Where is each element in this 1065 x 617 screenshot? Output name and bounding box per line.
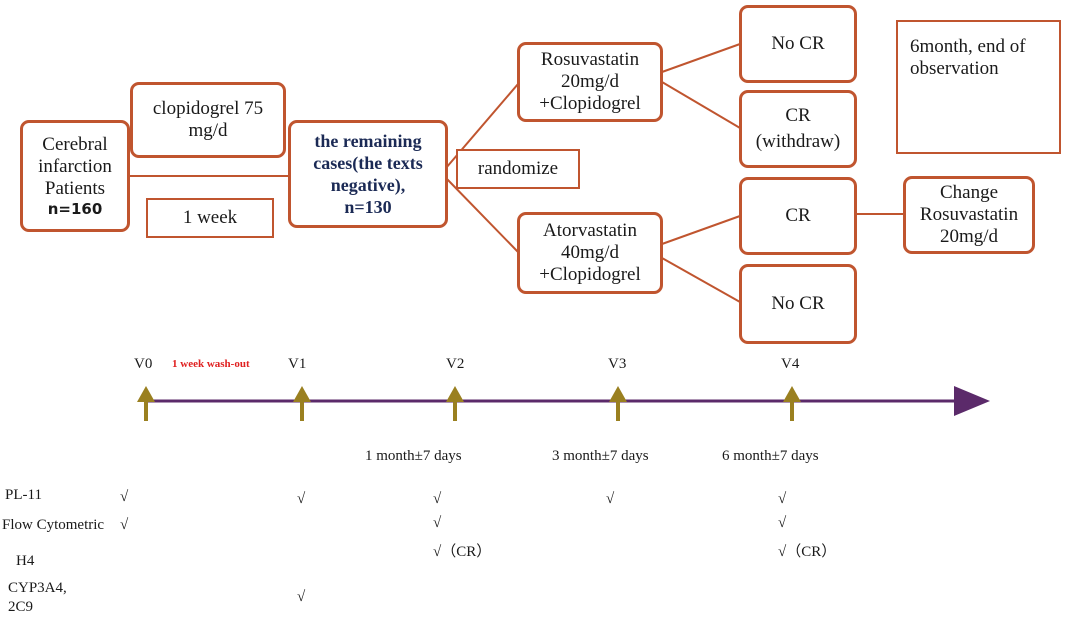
- cr-withdraw-label: CR (withdraw): [755, 105, 841, 152]
- one-week-label: 1 week: [182, 207, 238, 228]
- visit-label-v2: V2: [446, 356, 465, 372]
- clopidogrel-label: clopidogrel 75 mg/d: [152, 98, 264, 141]
- visit-label-v1: V1: [288, 356, 307, 372]
- end-observation-box: 6month, end of observation: [896, 20, 1061, 154]
- patients-label: Cerebral infarction Patients: [38, 134, 112, 199]
- no-cr-bottom-box: No CR: [739, 264, 857, 344]
- cr-withdraw-box: CR (withdraw): [739, 90, 857, 168]
- check-pl11-v0: √: [120, 489, 129, 505]
- visit-marker-v3: [609, 386, 627, 421]
- remaining-cases-count: n=130: [344, 197, 392, 217]
- cr-bottom-label: CR: [785, 205, 811, 226]
- check-pl11-v4: √: [778, 491, 787, 507]
- row-label-pl11: PL-11: [5, 487, 42, 503]
- change-rosuvastatin-label: Change Rosuvastatin 20mg/d: [919, 182, 1019, 247]
- interval-label-3-month: 3 month±7 days: [552, 448, 649, 464]
- visit-marker-v4: [783, 386, 801, 421]
- check-flow-v0: √: [120, 517, 129, 533]
- check-h4-v4: √（CR）: [778, 544, 837, 560]
- randomize-box: randomize: [456, 149, 580, 189]
- check-pl11-v2: √: [433, 491, 442, 507]
- change-rosuvastatin-box: Change Rosuvastatin 20mg/d: [903, 176, 1035, 254]
- interval-label-6-month: 6 month±7 days: [722, 448, 819, 464]
- row-label-h4: H4: [16, 553, 35, 569]
- washout-label: 1 week wash-out: [172, 358, 250, 370]
- visit-label-v3: V3: [608, 356, 627, 372]
- patients-box: Cerebral infarction Patients n=160: [20, 120, 130, 232]
- visit-marker-v0: [137, 386, 155, 421]
- cr-bottom-box: CR: [739, 177, 857, 255]
- rosuvastatin-arm-label: Rosuvastatin 20mg/d +Clopidogrel: [539, 49, 641, 114]
- check-flow-v4: √: [778, 515, 787, 531]
- rosuvastatin-arm-box: Rosuvastatin 20mg/d +Clopidogrel: [517, 42, 663, 122]
- atorvastatin-arm-box: Atorvastatin 40mg/d +Clopidogrel: [517, 212, 663, 294]
- visit-marker-v2: [446, 386, 464, 421]
- check-h4-v2: √（CR）: [433, 544, 492, 560]
- atorvastatin-arm-label: Atorvastatin 40mg/d +Clopidogrel: [539, 220, 641, 285]
- clopidogrel-box: clopidogrel 75 mg/d: [130, 82, 286, 158]
- one-week-box: 1 week: [146, 198, 274, 238]
- row-label-cyp3a4: CYP3A4, 2C9: [8, 580, 67, 615]
- row-label-flow-cytometric: Flow Cytometric: [2, 517, 105, 533]
- check-cyp-v1: √: [297, 589, 306, 605]
- randomize-label: randomize: [477, 158, 559, 179]
- check-flow-v2: √: [433, 515, 442, 531]
- end-observation-label: 6month, end of observation: [910, 36, 1026, 79]
- visit-marker-v1: [293, 386, 311, 421]
- remaining-cases-box: the remaining cases(the texts negative),…: [288, 120, 448, 228]
- check-pl11-v3: √: [606, 491, 615, 507]
- check-pl11-v1: √: [297, 491, 306, 507]
- no-cr-bottom-label: No CR: [771, 293, 825, 314]
- visit-label-v4: V4: [781, 356, 800, 372]
- no-cr-top-label: No CR: [771, 33, 825, 54]
- interval-label-1-month: 1 month±7 days: [365, 448, 462, 464]
- visit-label-v0: V0: [134, 356, 153, 372]
- patients-count: n=160: [47, 200, 103, 218]
- no-cr-top-box: No CR: [739, 5, 857, 83]
- remaining-cases-label: the remaining cases(the texts negative),: [313, 131, 423, 195]
- visit-markers: [137, 386, 801, 421]
